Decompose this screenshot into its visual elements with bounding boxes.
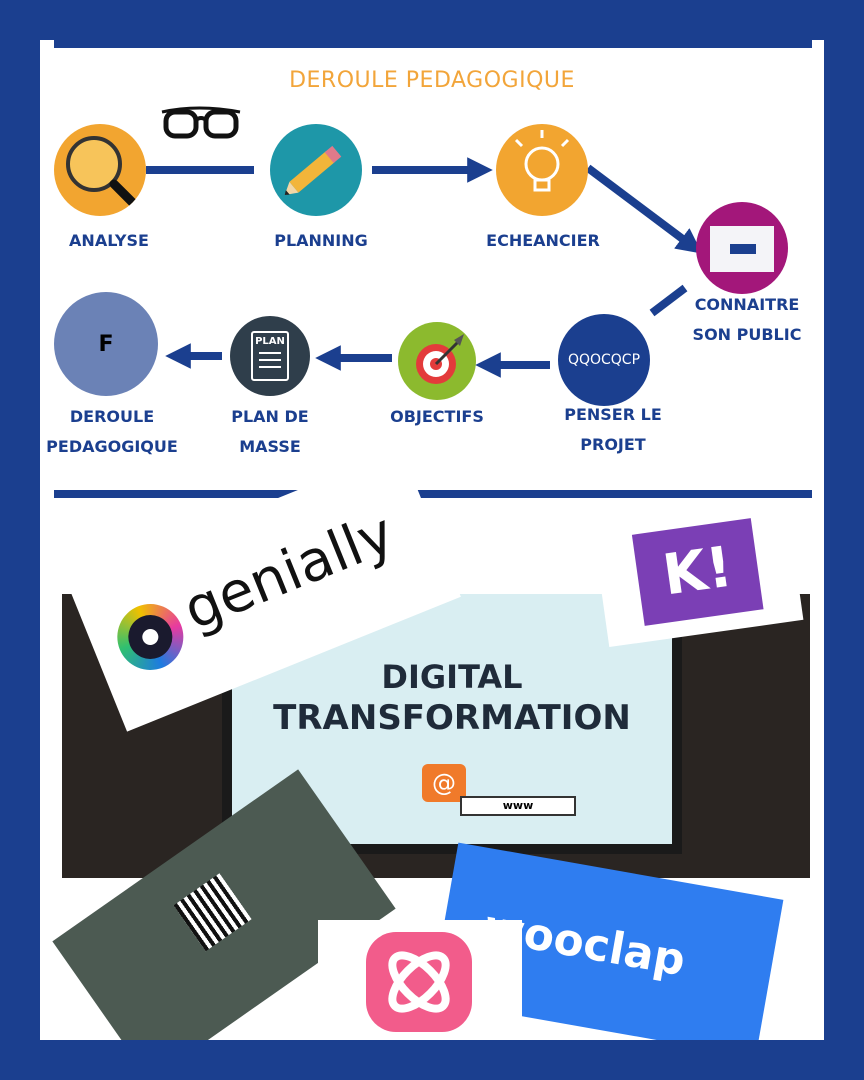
kahoot-logo: K!: [631, 518, 764, 626]
step-analyse-label: ANALYSE: [69, 231, 149, 250]
step-deroule-node-text: F: [98, 331, 114, 357]
at-sign-icon: @: [422, 764, 466, 802]
step-analyse-node: [54, 124, 146, 216]
step-echeancier-node: [496, 124, 588, 216]
glasses-icon: [161, 106, 241, 139]
step-objectifs-label: OBJECTIFS: [390, 407, 484, 426]
arrow-public-projet: [649, 284, 688, 317]
screen-title-line1: DIGITAL: [381, 658, 523, 696]
step-penser-projet-node-text: QQOCQCP: [567, 352, 641, 368]
step-deroule-node: F: [54, 292, 158, 396]
genially-logo-icon: [107, 594, 194, 680]
screen-search-box: www: [460, 796, 576, 816]
infographic-sheet: DEROULE PEDAGOGIQUE: [40, 40, 824, 1040]
lightbulb-icon: [514, 130, 570, 192]
diagram-title: DEROULE PEDAGOGIQUE: [289, 68, 575, 93]
middle-divider: [54, 490, 812, 498]
mindmeister-card: [318, 920, 522, 1040]
mindmeister-logo-icon: [366, 932, 472, 1032]
step-connaitre-public-node: [696, 202, 788, 294]
flow-arrows: [146, 157, 703, 378]
plan-document-text: PLAN: [255, 336, 285, 347]
magnifier-icon: [66, 136, 146, 216]
plan-document-icon: PLAN: [251, 331, 289, 381]
step-planning-label: PLANNING: [274, 231, 368, 250]
step-penser-projet-node: QQOCQCP: [558, 314, 650, 406]
screen-icon: [710, 226, 774, 272]
top-divider: [54, 40, 812, 48]
pencil-icon: [284, 145, 342, 195]
qr-code-icon: [173, 873, 252, 952]
genially-wordmark: genially: [174, 500, 403, 644]
step-plan-masse-node: PLAN: [230, 316, 310, 396]
screen-title-line2: TRANSFORMATION: [273, 698, 631, 738]
step-planning-node: [270, 124, 362, 216]
arrow-echeancier-public: [585, 164, 703, 254]
step-echeancier-label: ECHEANCIER: [486, 231, 600, 250]
target-icon: [416, 334, 464, 384]
step-objectifs-node: [398, 322, 476, 400]
